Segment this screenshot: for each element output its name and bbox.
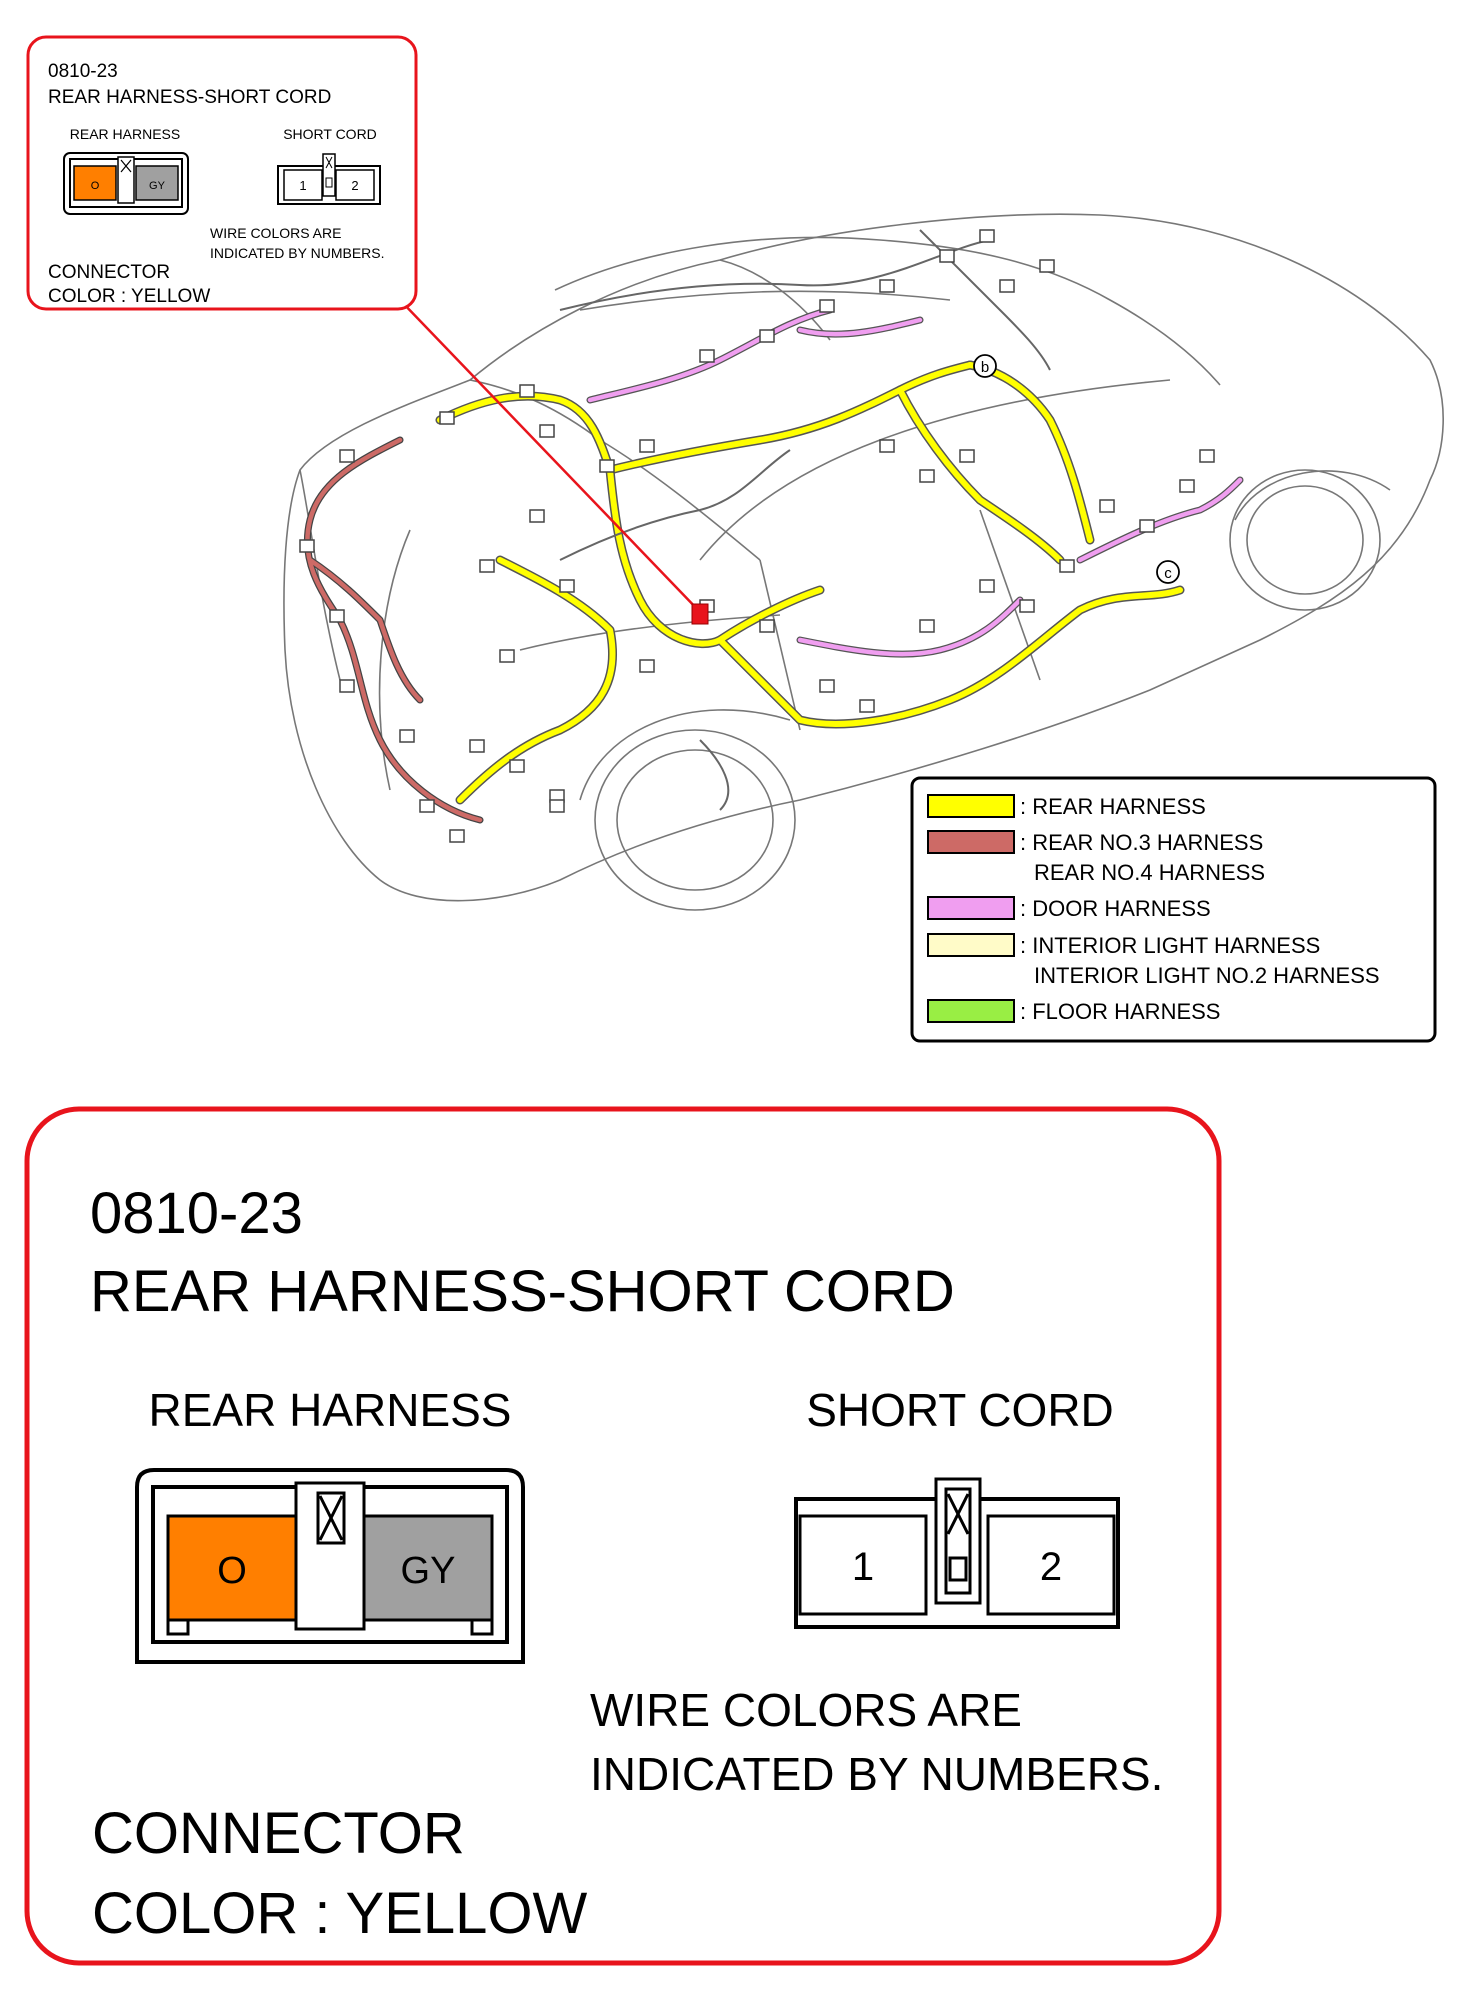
legend-label-rear-harness: : REAR HARNESS bbox=[1020, 794, 1206, 819]
small-note-line2: INDICATED BY NUMBERS. bbox=[210, 245, 385, 261]
legend-item-rear-harness: : REAR HARNESS bbox=[927, 794, 1206, 819]
legend-label-interior-light-harness: : INTERIOR LIGHT HARNESS bbox=[1020, 933, 1320, 958]
small-callout-rear-harness-label: REAR HARNESS bbox=[70, 126, 180, 142]
big-connector-line1: CONNECTOR bbox=[92, 1801, 465, 1866]
legend-item-door-harness: : DOOR HARNESS bbox=[927, 896, 1211, 921]
big-connector-line2: COLOR : YELLOW bbox=[92, 1881, 588, 1946]
legend-swatch-floor-harness bbox=[927, 999, 1015, 1023]
small-rear-harness-connector bbox=[63, 152, 189, 215]
big-rear-harness-connector bbox=[135, 1468, 525, 1664]
small-pin-2: 2 bbox=[351, 178, 358, 193]
small-connector-line2: COLOR : YELLOW bbox=[48, 286, 210, 307]
big-short-cord-connector bbox=[794, 1477, 1120, 1629]
small-note-line1: WIRE COLORS ARE bbox=[210, 225, 341, 241]
legend-label-floor-harness: : FLOOR HARNESS bbox=[1020, 999, 1220, 1024]
small-short-cord-connector bbox=[277, 153, 381, 205]
big-callout-code: 0810-23 bbox=[90, 1181, 303, 1246]
front-wheel bbox=[1229, 469, 1391, 611]
big-callout-short-cord-label: SHORT CORD bbox=[806, 1384, 1114, 1436]
small-callout-title: REAR HARNESS-SHORT CORD bbox=[48, 87, 331, 108]
small-callout-code: 0810-23 bbox=[48, 61, 118, 82]
rear-harness-wires bbox=[435, 360, 1185, 805]
harness-legend: : REAR HARNESS : REAR NO.3 HARNESS REAR … bbox=[910, 776, 1437, 1043]
marker-b: b bbox=[973, 354, 997, 378]
legend-label-door-harness: : DOOR HARNESS bbox=[1020, 896, 1211, 921]
rear-wheel bbox=[579, 709, 796, 911]
big-note-line2: INDICATED BY NUMBERS. bbox=[590, 1748, 1163, 1800]
big-callout-title: REAR HARNESS-SHORT CORD bbox=[90, 1259, 955, 1324]
legend-swatch-rear-harness bbox=[927, 794, 1015, 818]
big-pin-2: 2 bbox=[1040, 1545, 1062, 1589]
legend-label-rear-no3-harness: : REAR NO.3 HARNESS bbox=[1020, 830, 1263, 855]
small-connector-line1: CONNECTOR bbox=[48, 262, 170, 283]
legend-swatch-rear-no3-harness bbox=[927, 830, 1015, 854]
big-pin-1: 1 bbox=[852, 1545, 874, 1589]
small-pin-1: 1 bbox=[299, 178, 306, 193]
big-callout-rear-harness-label: REAR HARNESS bbox=[149, 1384, 512, 1436]
big-pin-o: O bbox=[217, 1550, 247, 1592]
marker-c: c bbox=[1156, 560, 1180, 584]
connector-blocks bbox=[299, 229, 1215, 843]
big-note-line1: WIRE COLORS ARE bbox=[590, 1684, 1022, 1736]
legend-swatch-interior-light-harness bbox=[927, 933, 1015, 957]
marker-b-label: b bbox=[981, 359, 989, 376]
rear-no3-harness-wires bbox=[303, 436, 484, 824]
callout-leader-line bbox=[399, 299, 701, 613]
legend-label-rear-no4-harness: REAR NO.4 HARNESS bbox=[1034, 860, 1265, 885]
big-pin-gy: GY bbox=[401, 1550, 456, 1592]
legend-swatch-door-harness bbox=[927, 896, 1015, 920]
marker-c-label: c bbox=[1164, 565, 1172, 582]
small-callout: 0810-23 REAR HARNESS-SHORT CORD REAR HAR… bbox=[26, 35, 418, 311]
small-pin-gy: GY bbox=[149, 180, 166, 192]
small-pin-o: O bbox=[91, 180, 100, 192]
legend-item-floor-harness: : FLOOR HARNESS bbox=[927, 999, 1220, 1024]
highlighted-connector bbox=[691, 603, 709, 625]
legend-item-interior-light-harness: : INTERIOR LIGHT HARNESS INTERIOR LIGHT … bbox=[927, 933, 1380, 988]
legend-item-rear-no3-harness: : REAR NO.3 HARNESS REAR NO.4 HARNESS bbox=[927, 830, 1265, 885]
big-callout: 0810-23 REAR HARNESS-SHORT CORD REAR HAR… bbox=[24, 1106, 1222, 1966]
door-harness-wires bbox=[586, 306, 1244, 658]
small-callout-short-cord-label: SHORT CORD bbox=[283, 126, 377, 142]
legend-label-interior-light-no2-harness: INTERIOR LIGHT NO.2 HARNESS bbox=[1034, 963, 1380, 988]
